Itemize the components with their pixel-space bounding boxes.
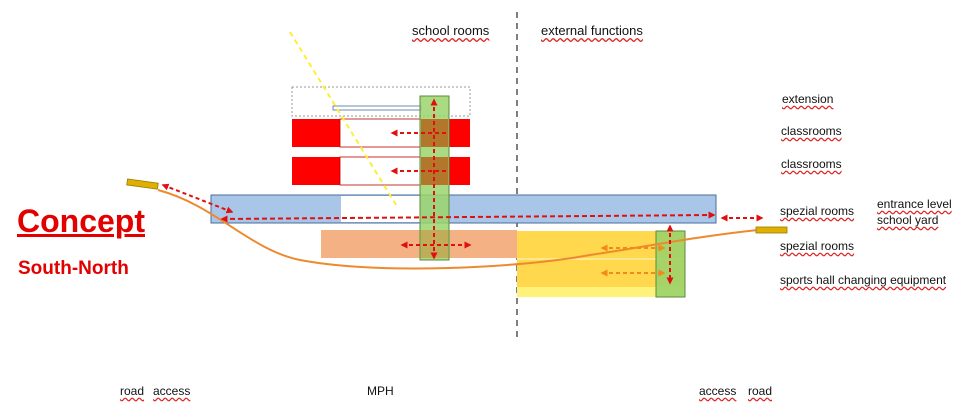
road-marker-left [126, 178, 159, 190]
arrow-entrance-main [220, 211, 716, 223]
level-label-spezial-rooms-2: spezial rooms [780, 239, 855, 253]
road-marker-right [755, 226, 788, 234]
classroom-level-1-right [449, 119, 470, 147]
zone-label-external-functions: external functions [541, 23, 643, 38]
level-label-spezial-rooms-1: spezial rooms [780, 204, 855, 218]
classroom-level-1-left [292, 119, 340, 147]
level-label-classrooms-2: classrooms [781, 157, 842, 171]
level-label-extension: extension [782, 92, 834, 106]
zone-label-school-rooms: school rooms [412, 23, 490, 38]
concept-subtitle: South-North [18, 258, 129, 279]
level-label-sports-hall: sports hall changing equipment [780, 273, 947, 287]
bottom-label-mph: MPH [367, 384, 394, 398]
bottom-label-road-left: road [120, 384, 145, 398]
classroom-level-2-left [292, 157, 340, 185]
school-yard-label: school yard [877, 213, 939, 227]
entrance-level-label: entrance level [877, 197, 952, 211]
concept-title: Concept [17, 203, 145, 239]
extension-corridor [332, 105, 422, 111]
arrow-road-left [161, 183, 234, 214]
bottom-label-access-right: access [699, 384, 737, 398]
classroom-level-2-corridor [339, 156, 421, 186]
bottom-label-access-left: access [153, 384, 191, 398]
classroom-level-1-corridor [339, 118, 421, 148]
level-label-classrooms-1: classrooms [781, 124, 842, 138]
bottom-label-road-right: road [748, 384, 773, 398]
classroom-level-2-right [449, 157, 470, 185]
sports-hall-strip [517, 287, 685, 297]
light-line [289, 31, 399, 209]
